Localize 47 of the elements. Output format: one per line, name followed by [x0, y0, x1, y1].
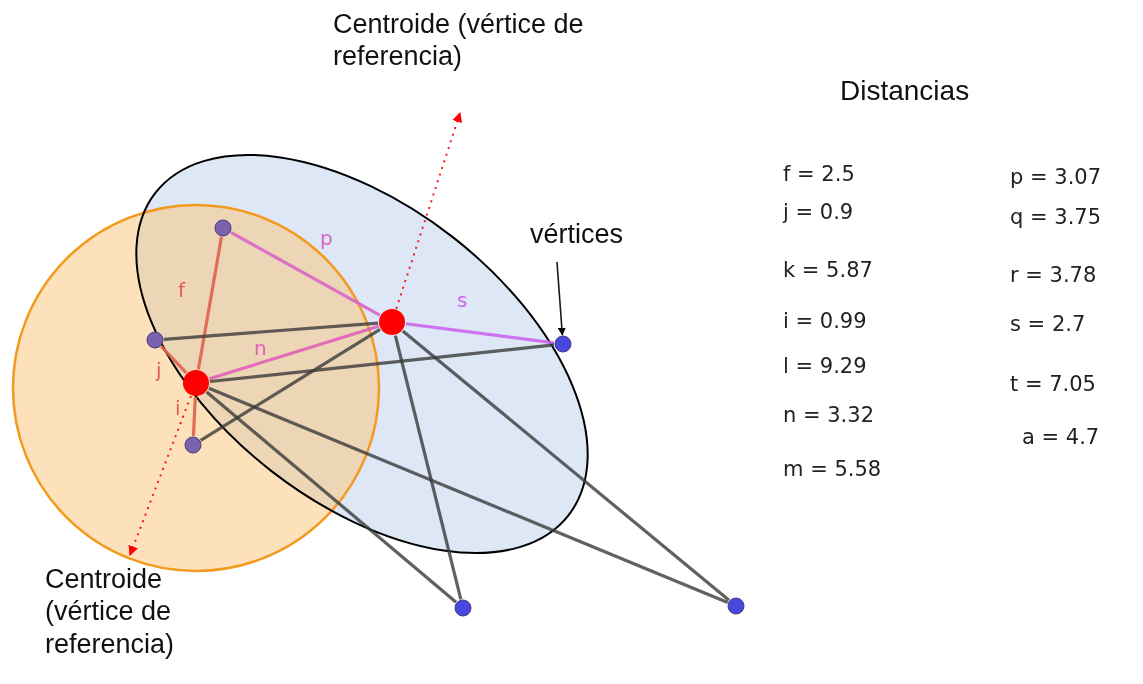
distance-line	[393, 335, 463, 600]
distance-value: f = 2.5	[783, 162, 855, 186]
distance-line	[191, 396, 197, 437]
distance-line	[199, 328, 381, 442]
distance-value: l = 9.29	[783, 354, 867, 378]
edge-label: f	[178, 280, 186, 300]
dotted-arrow	[128, 395, 192, 556]
distance-line	[163, 321, 379, 341]
dotted-arrow	[395, 112, 462, 310]
annotation-text: Centroide (vértice de referencia)	[45, 555, 245, 680]
distance-value: m = 5.58	[783, 457, 882, 481]
distance-value: i = 0.99	[783, 309, 867, 333]
distance-value: j = 0.9	[783, 200, 854, 224]
edge-label: i	[175, 398, 181, 418]
arrow	[556, 261, 566, 336]
vertex-dot	[146, 331, 164, 349]
annotation-text: Centroide (vértice de referencia)	[333, 8, 683, 113]
distance-value: q = 3.75	[1010, 205, 1102, 229]
vertex-dot	[727, 597, 745, 615]
distance-line	[208, 324, 380, 381]
distance-line	[230, 230, 381, 317]
distance-line	[196, 236, 224, 370]
distance-value: s = 2.7	[1010, 312, 1086, 336]
vertex-dot	[214, 219, 232, 237]
distance-value: p = 3.07	[1010, 165, 1102, 189]
annotation-text: vértices	[530, 218, 660, 262]
table-heading: Distancias	[840, 75, 970, 107]
distance-line	[405, 322, 555, 345]
vertex-dot	[454, 599, 472, 617]
edge-label: p	[320, 228, 333, 248]
distance-value: a = 4.7	[1022, 425, 1100, 449]
distance-value: t = 7.05	[1010, 372, 1096, 396]
vertex-dot	[184, 436, 202, 454]
distance-line	[208, 386, 729, 605]
distance-line	[209, 343, 555, 384]
distance-value: n = 3.32	[783, 403, 874, 427]
vertex-dot	[554, 335, 572, 353]
distance-line	[205, 390, 458, 604]
distance-line	[401, 329, 731, 602]
edge-label: j	[156, 360, 162, 380]
edge-label: s	[457, 290, 468, 310]
distance-line	[160, 345, 188, 374]
centroid-dot	[183, 370, 209, 396]
centroid-dot	[379, 309, 405, 335]
distance-value: r = 3.78	[1010, 263, 1097, 287]
distance-value: k = 5.87	[783, 258, 873, 282]
edge-label: n	[254, 338, 267, 358]
